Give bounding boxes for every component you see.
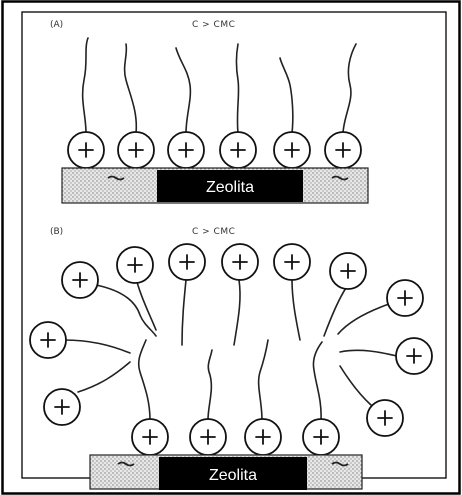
- surfactant-tail: [137, 282, 156, 330]
- surfactant-tail: [343, 44, 356, 133]
- surfactant-head: [190, 419, 226, 455]
- surfactant-head: [367, 400, 403, 436]
- surfactant-tail: [313, 342, 322, 420]
- surfactant-head: [118, 132, 154, 168]
- surfactant-tail: [176, 48, 190, 133]
- surfactant-head: [396, 338, 432, 374]
- panel-b-label: (B): [50, 227, 63, 237]
- surfactant-tail: [78, 362, 130, 392]
- panel-a: (A) C > CMC Zeolita: [50, 20, 368, 203]
- surfactant-head: [387, 280, 423, 316]
- surfactant-head: [222, 244, 258, 280]
- surfactant-tail: [208, 350, 212, 420]
- surfactant-head: [330, 253, 366, 289]
- surfactant-head: [44, 389, 80, 425]
- surfactant-head: [168, 132, 204, 168]
- surfactant-head: [274, 244, 310, 280]
- surfactant-tail: [338, 304, 389, 334]
- surfactant-tail: [259, 340, 268, 420]
- surfactant-tail: [83, 38, 88, 133]
- surfactant-head: [30, 322, 66, 358]
- surfactant-head: [132, 419, 168, 455]
- surfactant-tail: [292, 280, 300, 340]
- surfactant-tail: [64, 340, 130, 353]
- surfactant-tail: [340, 366, 371, 405]
- panel-a-label: (A): [50, 20, 63, 30]
- surfactant-head: [117, 247, 153, 283]
- zeolite-label: Zeolita: [209, 467, 257, 484]
- surfactant-head: [68, 132, 104, 168]
- surfactant-tail: [340, 350, 397, 356]
- surfactant-head: [220, 132, 256, 168]
- surfactant-tail: [237, 44, 239, 133]
- surfactant-head: [169, 244, 205, 280]
- surfactant-tail: [182, 280, 186, 345]
- surfactant-head: [62, 262, 98, 298]
- panel-b: (B) C > CMC: [30, 227, 432, 490]
- surfactant-tail: [125, 44, 137, 133]
- panel-b-condition: C > CMC: [192, 227, 235, 237]
- surfactant-tail: [139, 340, 150, 420]
- surfactant-head: [245, 419, 281, 455]
- surfactant-tail: [280, 58, 293, 133]
- surfactant-tail: [234, 280, 240, 345]
- surfactant-head: [274, 132, 310, 168]
- surfactant-head: [303, 419, 339, 455]
- panel-a-condition: C > CMC: [192, 20, 235, 30]
- zeolite-label: Zeolita: [206, 179, 254, 196]
- surfactant-head: [325, 132, 361, 168]
